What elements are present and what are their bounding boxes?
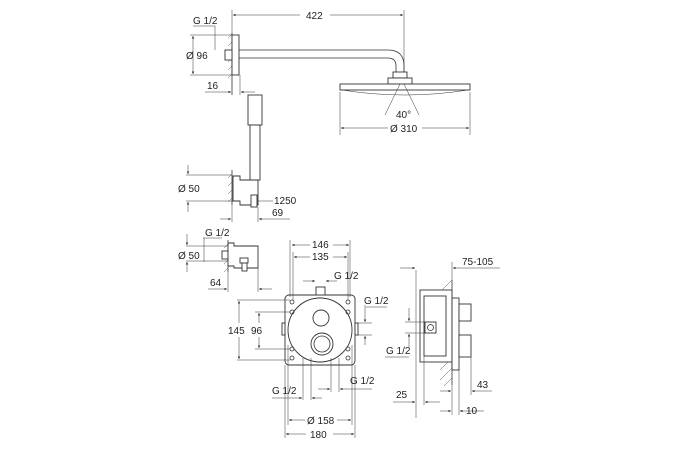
dim-arm-flange-depth: 16 — [207, 81, 219, 92]
dim-side-thread: G 1/2 — [386, 346, 411, 357]
dim-plate-width-outer: 146 — [312, 240, 329, 251]
arm-inlet — [224, 49, 233, 61]
dim-bottom-right-thread: G 1/2 — [350, 376, 375, 387]
dim-plate-height: 145 — [228, 326, 245, 337]
dim-cover-diameter: Ø 158 — [307, 416, 335, 427]
dim-right-outlet-thread: G 1/2 — [364, 296, 389, 307]
arm-nut — [392, 71, 408, 79]
thermostat-front-view: 146 135 G 1/2 G 1/2 145 96 G 1/2 G 1/2 Ø… — [228, 240, 389, 441]
dim-spray-angle: 40° — [396, 110, 411, 121]
dim-rear-offset: 25 — [396, 390, 408, 401]
dim-arm-inlet-thread: G 1/2 — [193, 16, 218, 27]
dim-arm-length: 422 — [306, 11, 323, 22]
shower-arm — [239, 49, 405, 74]
shower-arm-view: 422 G 1/2 Ø 96 16 Ø 310 40° — [186, 10, 471, 135]
dim-knob-spacing: 96 — [251, 326, 263, 337]
dim-head-diameter: Ø 310 — [390, 124, 418, 135]
mounting-holes — [289, 299, 351, 361]
dim-plate-width-inner: 135 — [312, 252, 329, 263]
dim-plate-offset: 10 — [466, 406, 478, 417]
elbow-inlet — [221, 250, 229, 260]
dim-arm-flange-diameter: Ø 96 — [186, 51, 208, 62]
arm-wall-flange — [231, 34, 240, 76]
dim-box-width: 180 — [310, 430, 327, 441]
wall-elbow-view: G 1/2 Ø 50 64 — [178, 228, 272, 292]
hand-shower-head — [247, 94, 263, 126]
side-upper-knob — [458, 303, 472, 322]
dim-elbow-thread: G 1/2 — [205, 228, 230, 239]
side-lower-knob — [458, 334, 472, 358]
top-outlet — [315, 286, 326, 296]
thermostat-side-view: 75-105 G 1/2 25 43 10 — [385, 257, 500, 418]
hose-outlet — [250, 194, 258, 208]
dim-holder-projection: 69 — [272, 208, 284, 219]
side-inlet — [424, 321, 437, 334]
head-joint — [387, 77, 413, 85]
side-cover-plate — [451, 297, 460, 371]
hand-shower-handle — [249, 124, 261, 181]
dim-elbow-diameter: Ø 50 — [178, 251, 200, 262]
dim-top-outlet-thread: G 1/2 — [334, 271, 359, 282]
upper-knob — [312, 309, 330, 327]
elbow-outlet — [239, 257, 249, 264]
dim-bottom-left-thread: G 1/2 — [272, 386, 297, 397]
cover-plate — [287, 297, 353, 363]
dim-holder-diameter: Ø 50 — [178, 184, 200, 195]
dim-hose-length: 1250 — [274, 196, 297, 207]
dim-knob-projection: 43 — [477, 380, 489, 391]
hand-shower-view: Ø 50 1250 69 — [178, 94, 297, 222]
shower-head — [339, 83, 471, 91]
dim-elbow-projection: 64 — [210, 278, 222, 289]
dim-install-depth: 75-105 — [462, 257, 494, 268]
